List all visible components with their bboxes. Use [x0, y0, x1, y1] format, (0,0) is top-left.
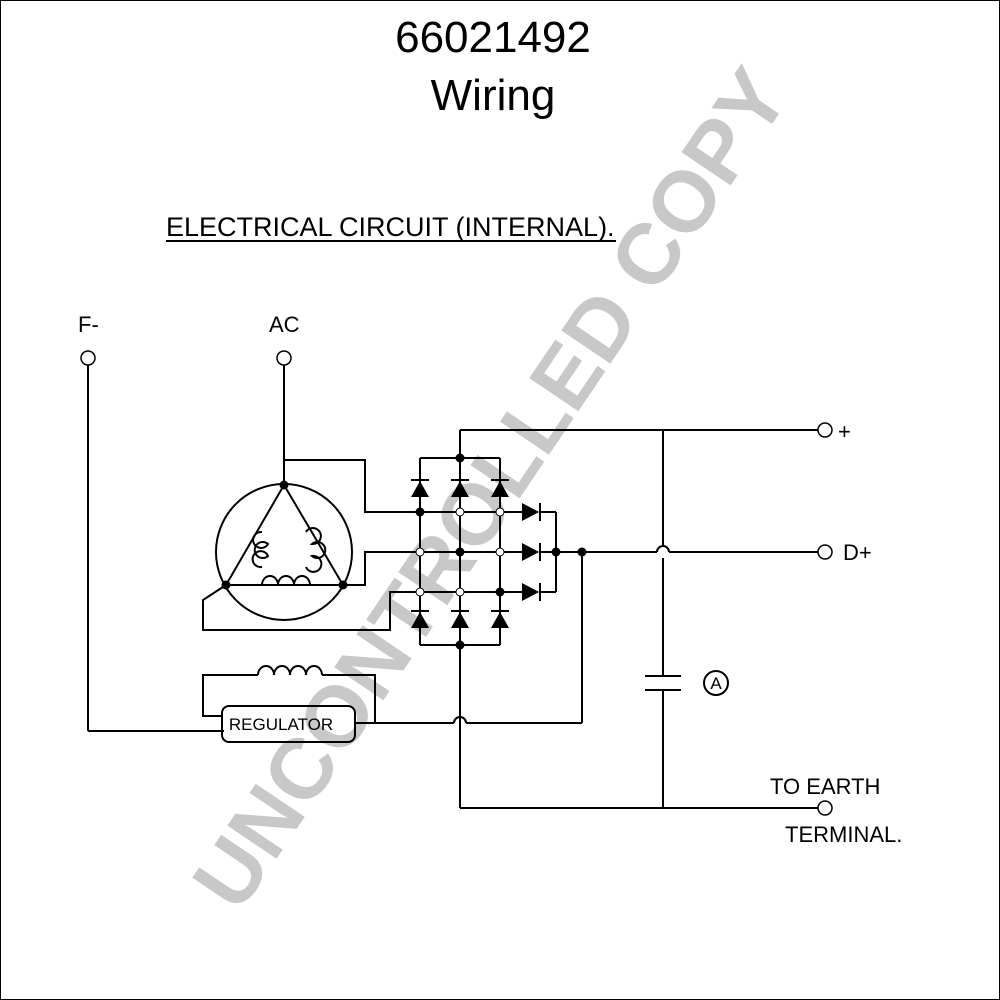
regulator-box: [221, 705, 356, 743]
regulator-label: REGULATOR: [229, 715, 333, 734]
part-number: 66021492: [395, 13, 591, 62]
terminal-label-earth-2: TERMINAL.: [785, 822, 902, 847]
terminal-label-plus: +: [838, 419, 851, 444]
rectifier-bridge: [411, 429, 822, 808]
terminal-label-earth-1: TO EARTH: [770, 774, 880, 799]
page-title: Wiring: [431, 71, 556, 120]
terminal-ac: [276, 350, 292, 366]
terminal-plus: [817, 422, 833, 438]
stator-winding: [215, 480, 353, 621]
capacitor: [645, 430, 681, 808]
section-heading: ELECTRICAL CIRCUIT (INTERNAL).: [166, 212, 615, 242]
f-minus-wire: [87, 365, 224, 732]
terminal-earth: [817, 800, 833, 816]
terminal-d-plus: [817, 544, 833, 560]
field-winding: [202, 665, 376, 724]
terminal-label-d-plus: D+: [843, 540, 872, 565]
capacitor-marker-circle: [703, 670, 729, 696]
regulator-sense-wire: [375, 552, 583, 724]
terminal-label-ac: AC: [269, 312, 300, 337]
terminal-f-minus: [80, 350, 96, 366]
capacitor-marker: A: [710, 674, 722, 693]
watermark: UNCONTROLLED COPY: [175, 52, 808, 926]
terminal-label-f-minus: F-: [78, 312, 99, 337]
phase-wires: [202, 459, 420, 631]
